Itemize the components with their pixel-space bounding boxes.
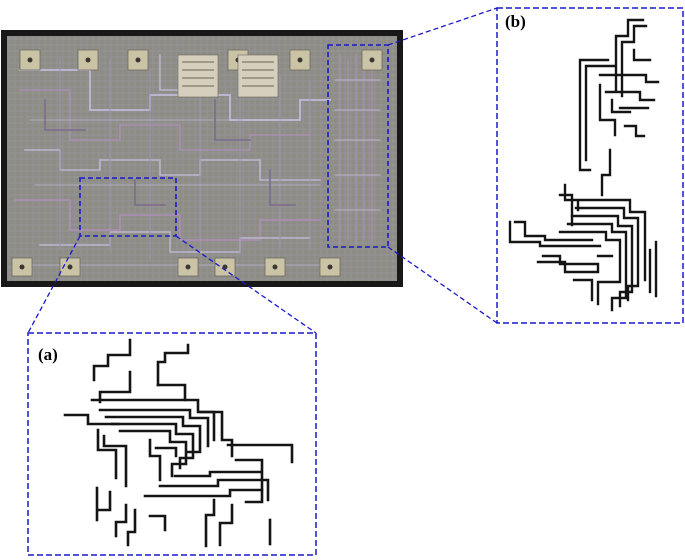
- panel-a-label: (a): [38, 345, 58, 364]
- panel-b: (b): [496, 7, 684, 324]
- chip-die-photo: [1, 30, 403, 287]
- zoom-box-a: [79, 177, 177, 237]
- panel-b-label: (b): [505, 12, 526, 31]
- callout-connectors: [27, 7, 498, 334]
- zoom-box-b: [327, 44, 389, 248]
- panel-a-traces: [63, 338, 294, 548]
- capacitor-fingers: [182, 61, 274, 87]
- die-routing: [14, 54, 381, 266]
- panel-b-traces: [508, 18, 660, 312]
- panel-a: (a): [27, 332, 317, 556]
